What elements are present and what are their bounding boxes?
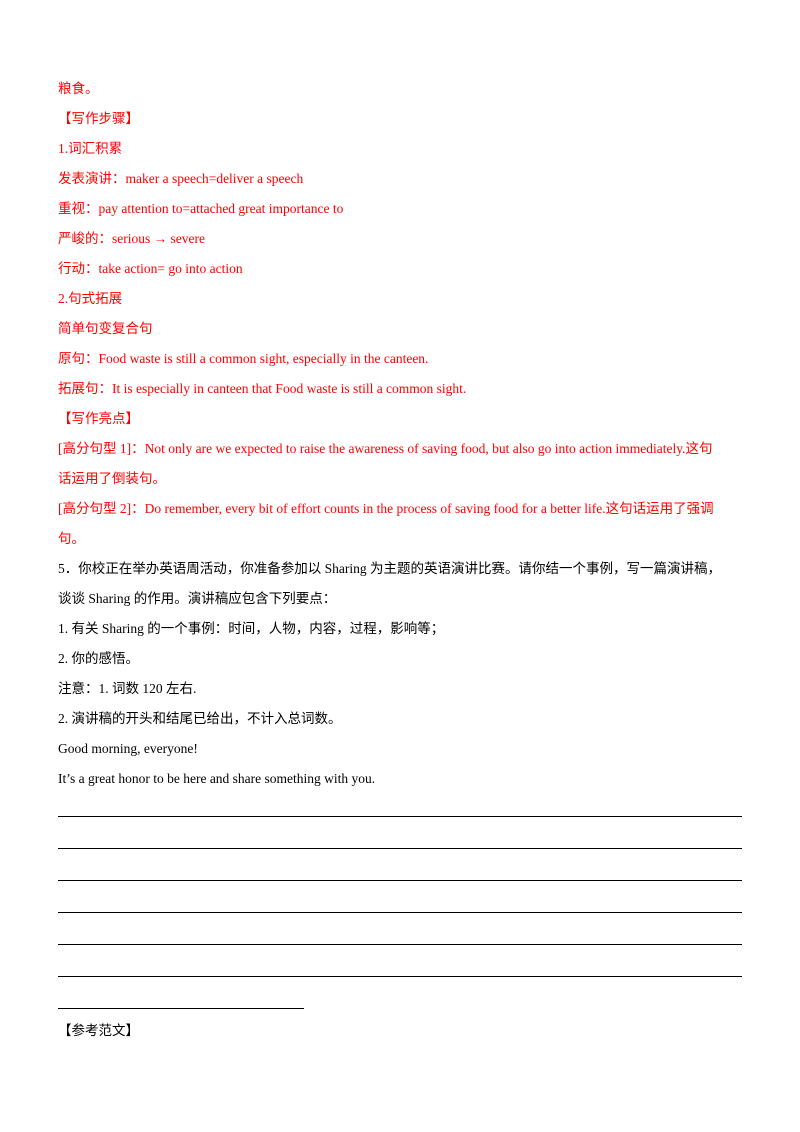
answer-line: [58, 848, 742, 849]
highlight-2-line-1: [高分句型 2]：Do remember, every bit of effor…: [58, 501, 714, 516]
answer-line: [58, 944, 742, 945]
task-note-2: 2. 演讲稿的开头和结尾已给出，不计入总词数。: [58, 711, 342, 726]
task-prompt-line-2: 谈谈 Sharing 的作用。演讲稿应包含下列要点：: [58, 591, 337, 606]
vocab-item-speech: 发表演讲：maker a speech=deliver a speech: [58, 171, 304, 186]
vocab-item-action: 行动：take action= go into action: [58, 261, 243, 276]
answer-line: [58, 912, 742, 913]
task-note-1: 注意：1. 词数 120 左右.: [58, 681, 197, 696]
sentence-expansion-heading: 2.句式拓展: [58, 291, 123, 306]
writing-highlights-heading: 【写作亮点】: [58, 411, 139, 426]
answer-line: [58, 976, 742, 977]
highlight-2-line-2: 句。: [58, 531, 85, 546]
highlight-1-line-2: 话运用了倒装句。: [58, 471, 166, 486]
continued-text: 粮食。: [58, 81, 99, 96]
answer-line-short: [58, 1008, 304, 1009]
highlight-1-line-1: [高分句型 1]：Not only are we expected to rai…: [58, 441, 713, 456]
expanded-sentence: 拓展句：It is especially in canteen that Foo…: [58, 381, 467, 396]
speech-opening-sentence: It’s a great honor to be here and share …: [58, 771, 376, 786]
speech-opening-greeting: Good morning, everyone!: [58, 741, 198, 756]
writing-steps-heading: 【写作步骤】: [58, 111, 139, 126]
reference-essay-heading: 【参考范文】: [58, 1023, 139, 1038]
sentence-expansion-subheading: 简单句变复合句: [58, 321, 153, 336]
document-body: 粮食。 【写作步骤】 1.词汇积累 发表演讲：maker a speech=de…: [58, 74, 744, 794]
vocab-item-attention: 重视：pay attention to=attached great impor…: [58, 201, 344, 216]
original-sentence: 原句：Food waste is still a common sight, e…: [58, 351, 429, 366]
task-point-2: 2. 你的感悟。: [58, 651, 139, 666]
task-point-1: 1. 有关 Sharing 的一个事例：时间，人物，内容，过程，影响等；: [58, 621, 445, 636]
task-prompt-line-1: 5．你校正在举办英语周活动，你准备参加以 Sharing 为主题的英语演讲比赛。…: [58, 561, 721, 576]
answer-line: [58, 816, 742, 817]
answer-line: [58, 880, 742, 881]
vocab-item-serious: 严峻的：serious → severe: [58, 231, 205, 246]
vocabulary-heading: 1.词汇积累: [58, 141, 123, 156]
